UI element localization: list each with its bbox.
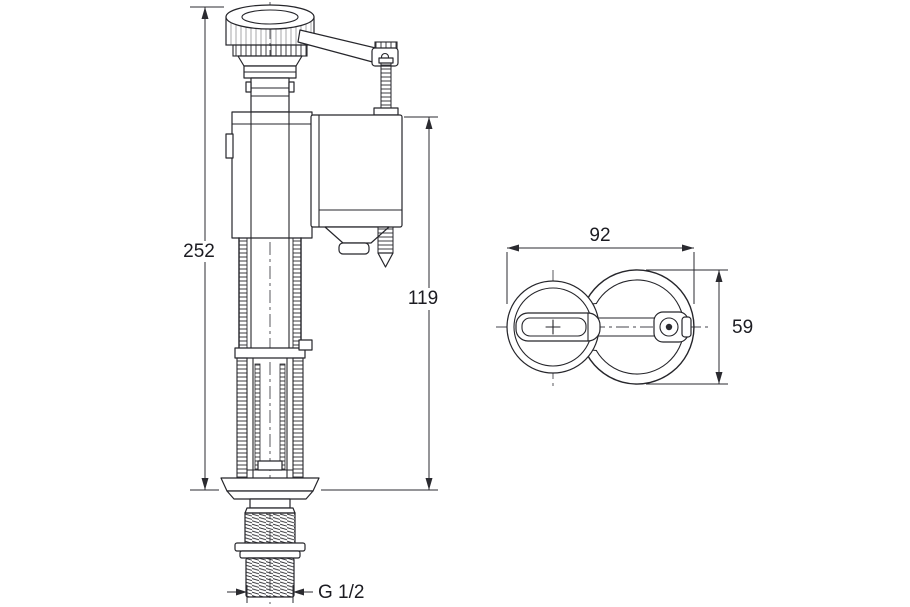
float-cap-assembly bbox=[225, 4, 315, 113]
thread-lower bbox=[245, 557, 295, 598]
outlet-tip bbox=[377, 252, 394, 268]
cap-dome bbox=[225, 4, 315, 30]
cap-neck bbox=[250, 77, 290, 113]
shaft-rib-left bbox=[238, 237, 248, 349]
dim-label-119: 119 bbox=[408, 288, 438, 309]
dimension-overall-height: 252 bbox=[183, 6, 224, 491]
flange-neck bbox=[249, 498, 291, 509]
shaft-rib-right bbox=[292, 237, 302, 349]
telescopic-rack-right bbox=[292, 357, 304, 479]
dim-label-thread: G 1/2 bbox=[318, 582, 364, 603]
washer-lower bbox=[239, 550, 301, 559]
front-view: 252 119 G 1/2 bbox=[183, 2, 438, 604]
thread-upper bbox=[244, 512, 296, 544]
outlet-cup bbox=[338, 242, 370, 255]
dimension-thread: G 1/2 bbox=[227, 582, 364, 603]
dimension-body-height: 119 bbox=[321, 116, 438, 491]
dim-label-252: 252 bbox=[183, 241, 215, 262]
housing-left-body bbox=[231, 111, 313, 239]
dim-label-92: 92 bbox=[589, 225, 610, 246]
shaft-latch bbox=[298, 339, 313, 351]
valve-housing bbox=[225, 111, 403, 268]
outlet-threaded-stub bbox=[377, 226, 394, 254]
flange-plate bbox=[220, 477, 320, 492]
base-flange bbox=[220, 477, 320, 509]
pivot-clamp bbox=[653, 311, 692, 343]
float-lever-arm bbox=[297, 29, 399, 67]
washer-upper bbox=[234, 542, 306, 552]
telescopic-rack-left bbox=[236, 357, 248, 479]
housing-side-clip bbox=[225, 133, 234, 159]
valve-head-circle bbox=[506, 280, 601, 374]
link-bar bbox=[595, 317, 661, 337]
shaft-collar bbox=[234, 347, 306, 359]
central-shaft bbox=[234, 111, 313, 359]
top-view: 92 59 bbox=[496, 225, 753, 386]
clamp-fork bbox=[681, 316, 692, 338]
dim-label-59: 59 bbox=[732, 317, 753, 338]
pivot-outer bbox=[659, 317, 679, 337]
pivot-center bbox=[665, 323, 673, 331]
outlet-cone bbox=[324, 226, 390, 244]
inlet-thread-stack bbox=[234, 507, 306, 598]
dimension-top-width: 92 bbox=[506, 225, 695, 304]
cap-knurled-rim bbox=[232, 44, 308, 57]
flange-lip bbox=[226, 490, 314, 500]
dimension-top-depth: 59 bbox=[646, 269, 753, 385]
threaded-rod bbox=[380, 62, 392, 116]
